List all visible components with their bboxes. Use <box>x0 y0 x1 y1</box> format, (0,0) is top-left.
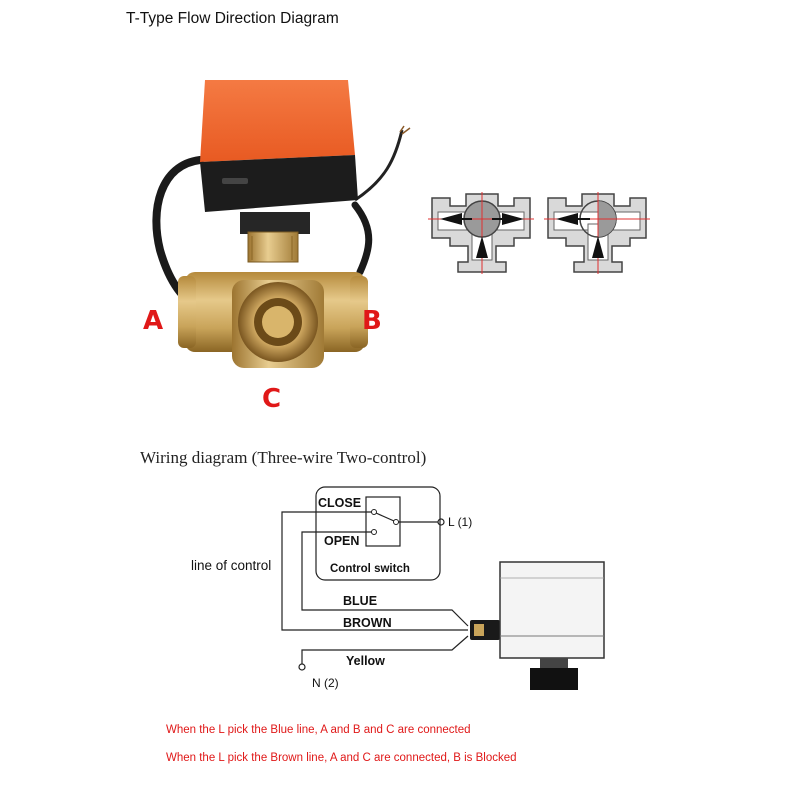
n-terminal-label: N (2) <box>312 676 339 690</box>
page-title: T-Type Flow Direction Diagram <box>126 10 339 27</box>
open-label: OPEN <box>324 534 360 548</box>
actuator-cable-right <box>351 201 373 276</box>
flow-diagram-1 <box>428 192 534 274</box>
port-b-label: B <box>362 306 382 336</box>
flow-diagram-2 <box>544 192 650 274</box>
port-c-label: C <box>262 384 282 414</box>
brown-wire-label: BROWN <box>343 616 392 630</box>
l-terminal-label: L (1) <box>448 515 473 529</box>
line-of-control-label: line of control <box>191 558 272 573</box>
note-brown-line: When the L pick the Brown line, A and C … <box>166 752 517 764</box>
control-switch-frame <box>315 486 441 581</box>
close-label: CLOSE <box>318 496 362 510</box>
yellow-wire-label: Yellow <box>346 654 385 668</box>
note-blue-line: When the L pick the Blue line, A and B a… <box>166 724 471 736</box>
control-switch-label: Control switch <box>330 563 410 575</box>
wiring-diagram-title: Wiring diagram (Three-wire Two-control) <box>140 448 427 467</box>
actuator-box <box>499 561 605 659</box>
cable-wires <box>354 129 404 202</box>
actuator-housing <box>200 80 355 162</box>
port-a-label: A <box>143 306 164 336</box>
blue-wire-label: BLUE <box>343 594 378 608</box>
